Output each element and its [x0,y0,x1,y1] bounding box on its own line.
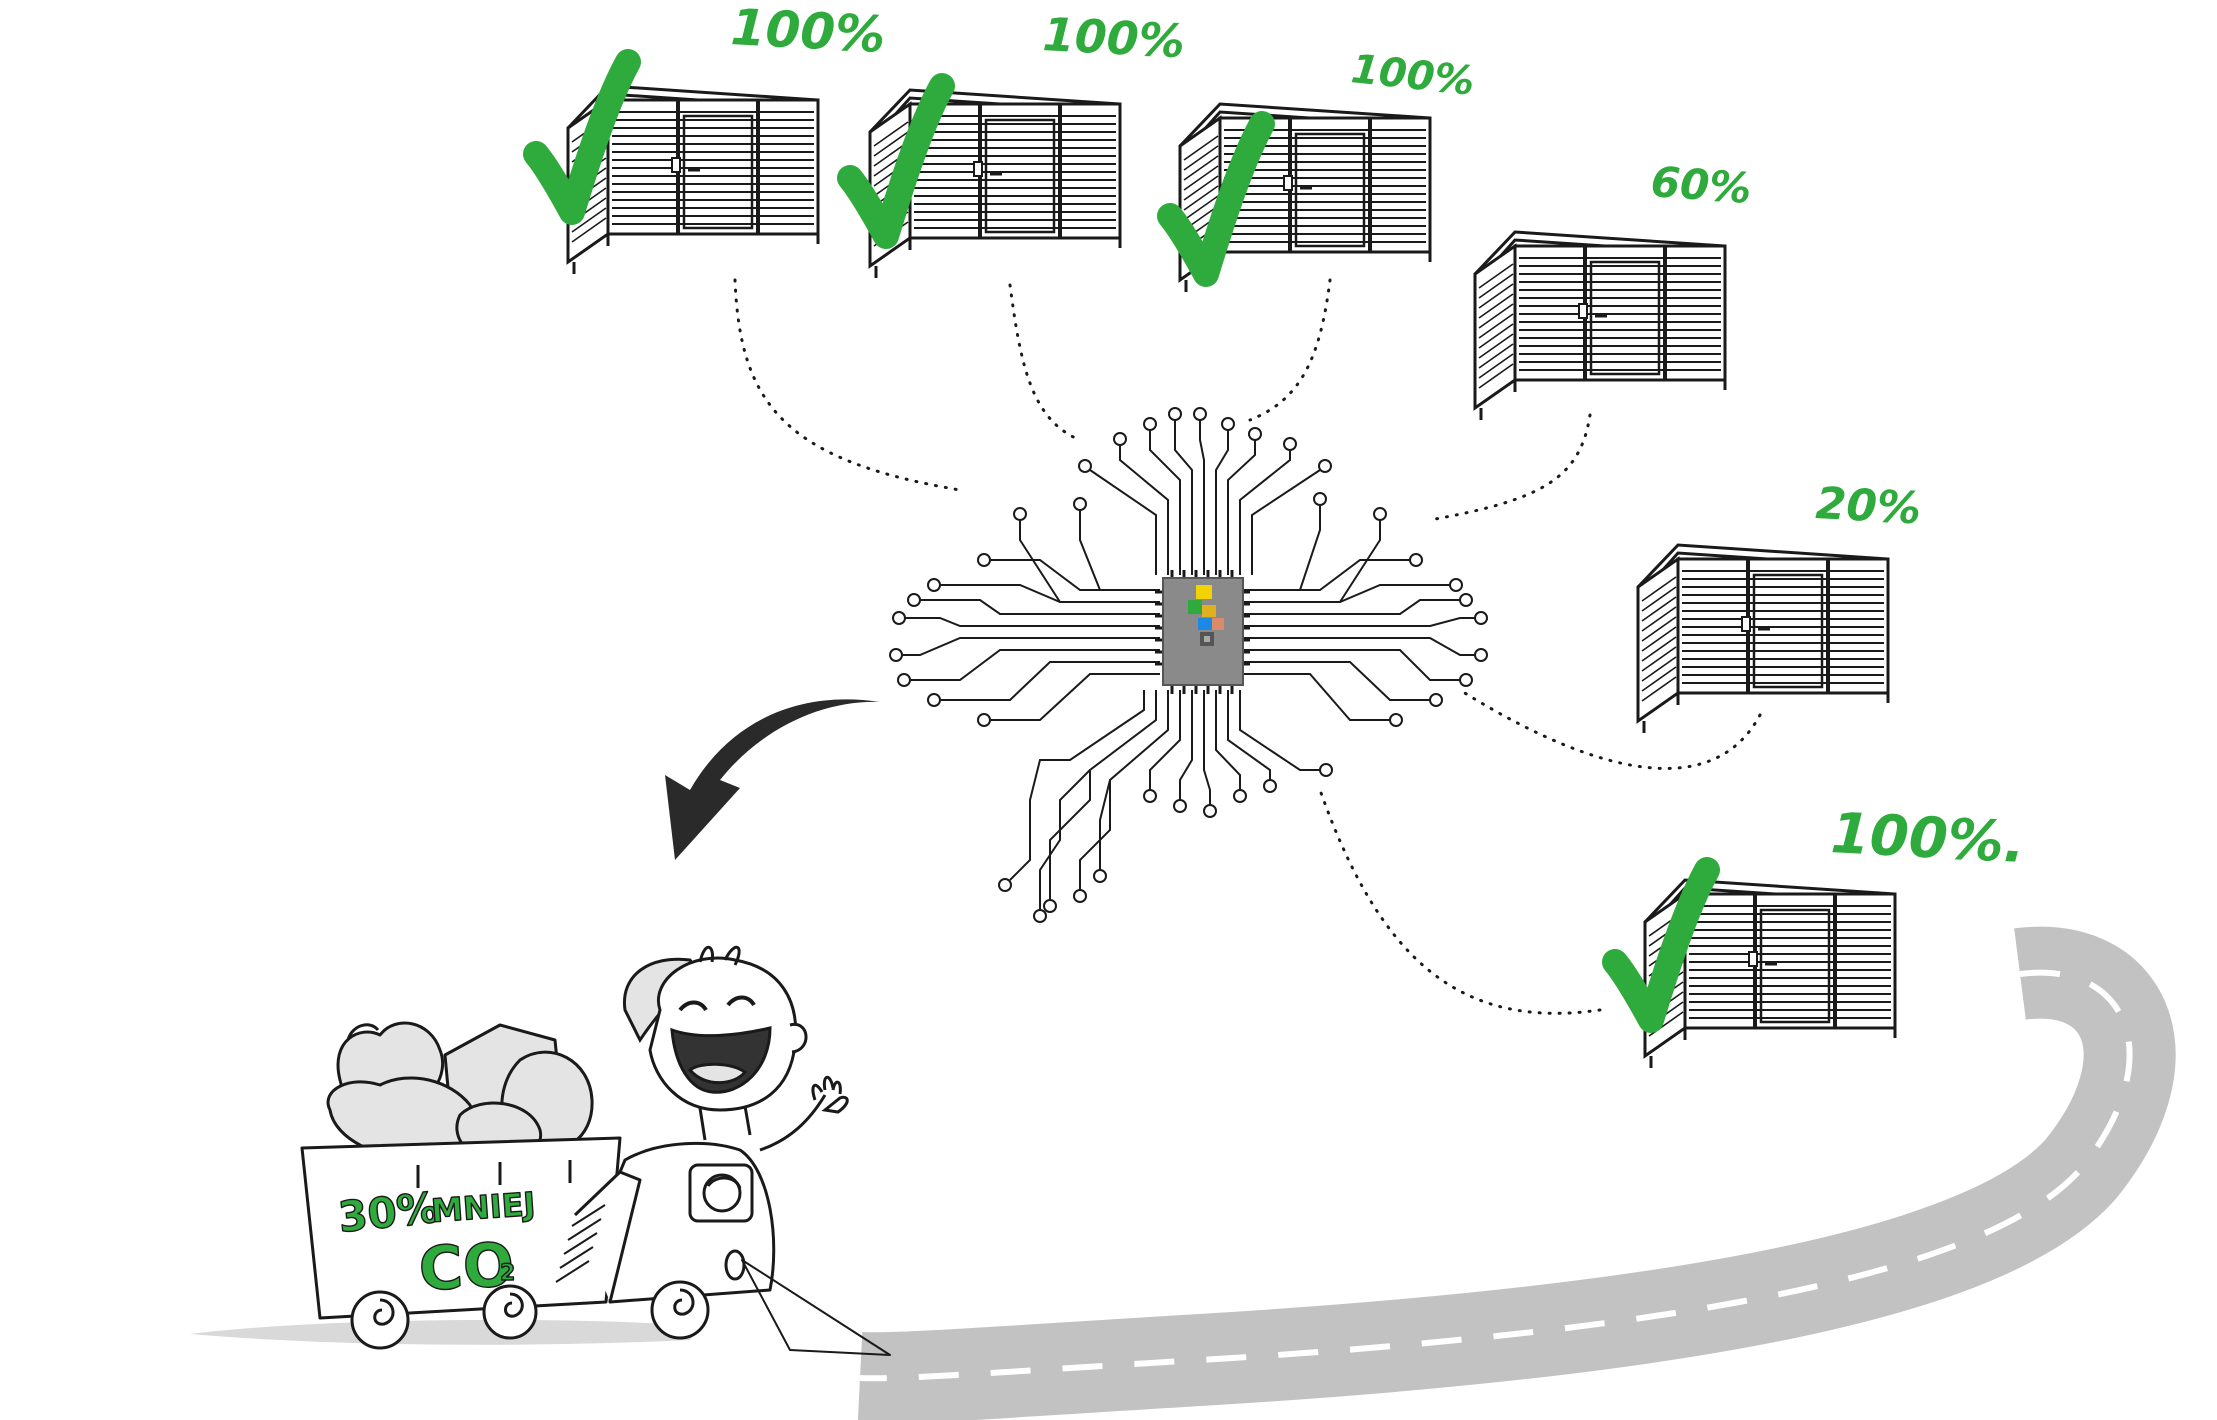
waste-shelter-icon [1636,543,1890,735]
bin-4 [1473,230,1727,422]
happy-worker [622,945,849,1152]
truck-shadow [190,1319,700,1345]
chip-logo [1188,585,1224,646]
bin-2 [850,86,1122,280]
bin-1 [536,62,820,276]
waste-shelter-icon [1473,230,1727,422]
road [857,926,2176,1420]
garbage-truck: 30% MNIEJ CO 2 [300,1021,891,1356]
truck-gas-text: CO [417,1230,516,1305]
garbage-bags [326,1021,594,1160]
bin-5-fill-label: 20% [1814,478,1922,534]
bin-1-fill-label: 100% [729,0,886,64]
truck-word-text: MNIEJ [430,1185,537,1230]
truck-reduction-text: 30% [336,1183,441,1242]
bin-3-fill-label: 100% [1349,46,1477,105]
truck-gas-subscript: 2 [500,1261,515,1286]
truck-container [300,1136,622,1320]
ai-chip-icon [889,407,1488,923]
bin-6 [1615,870,1897,1070]
connections [733,278,1762,1015]
bin-4-fill-label: 60% [1649,157,1753,213]
curved-arrow-icon [665,699,880,860]
bin-3 [1170,102,1432,294]
bin-6-fill-label: 100%. [1829,801,2026,876]
bin-2-fill-label: 100% [1041,7,1186,68]
bin-5 [1636,543,1890,735]
